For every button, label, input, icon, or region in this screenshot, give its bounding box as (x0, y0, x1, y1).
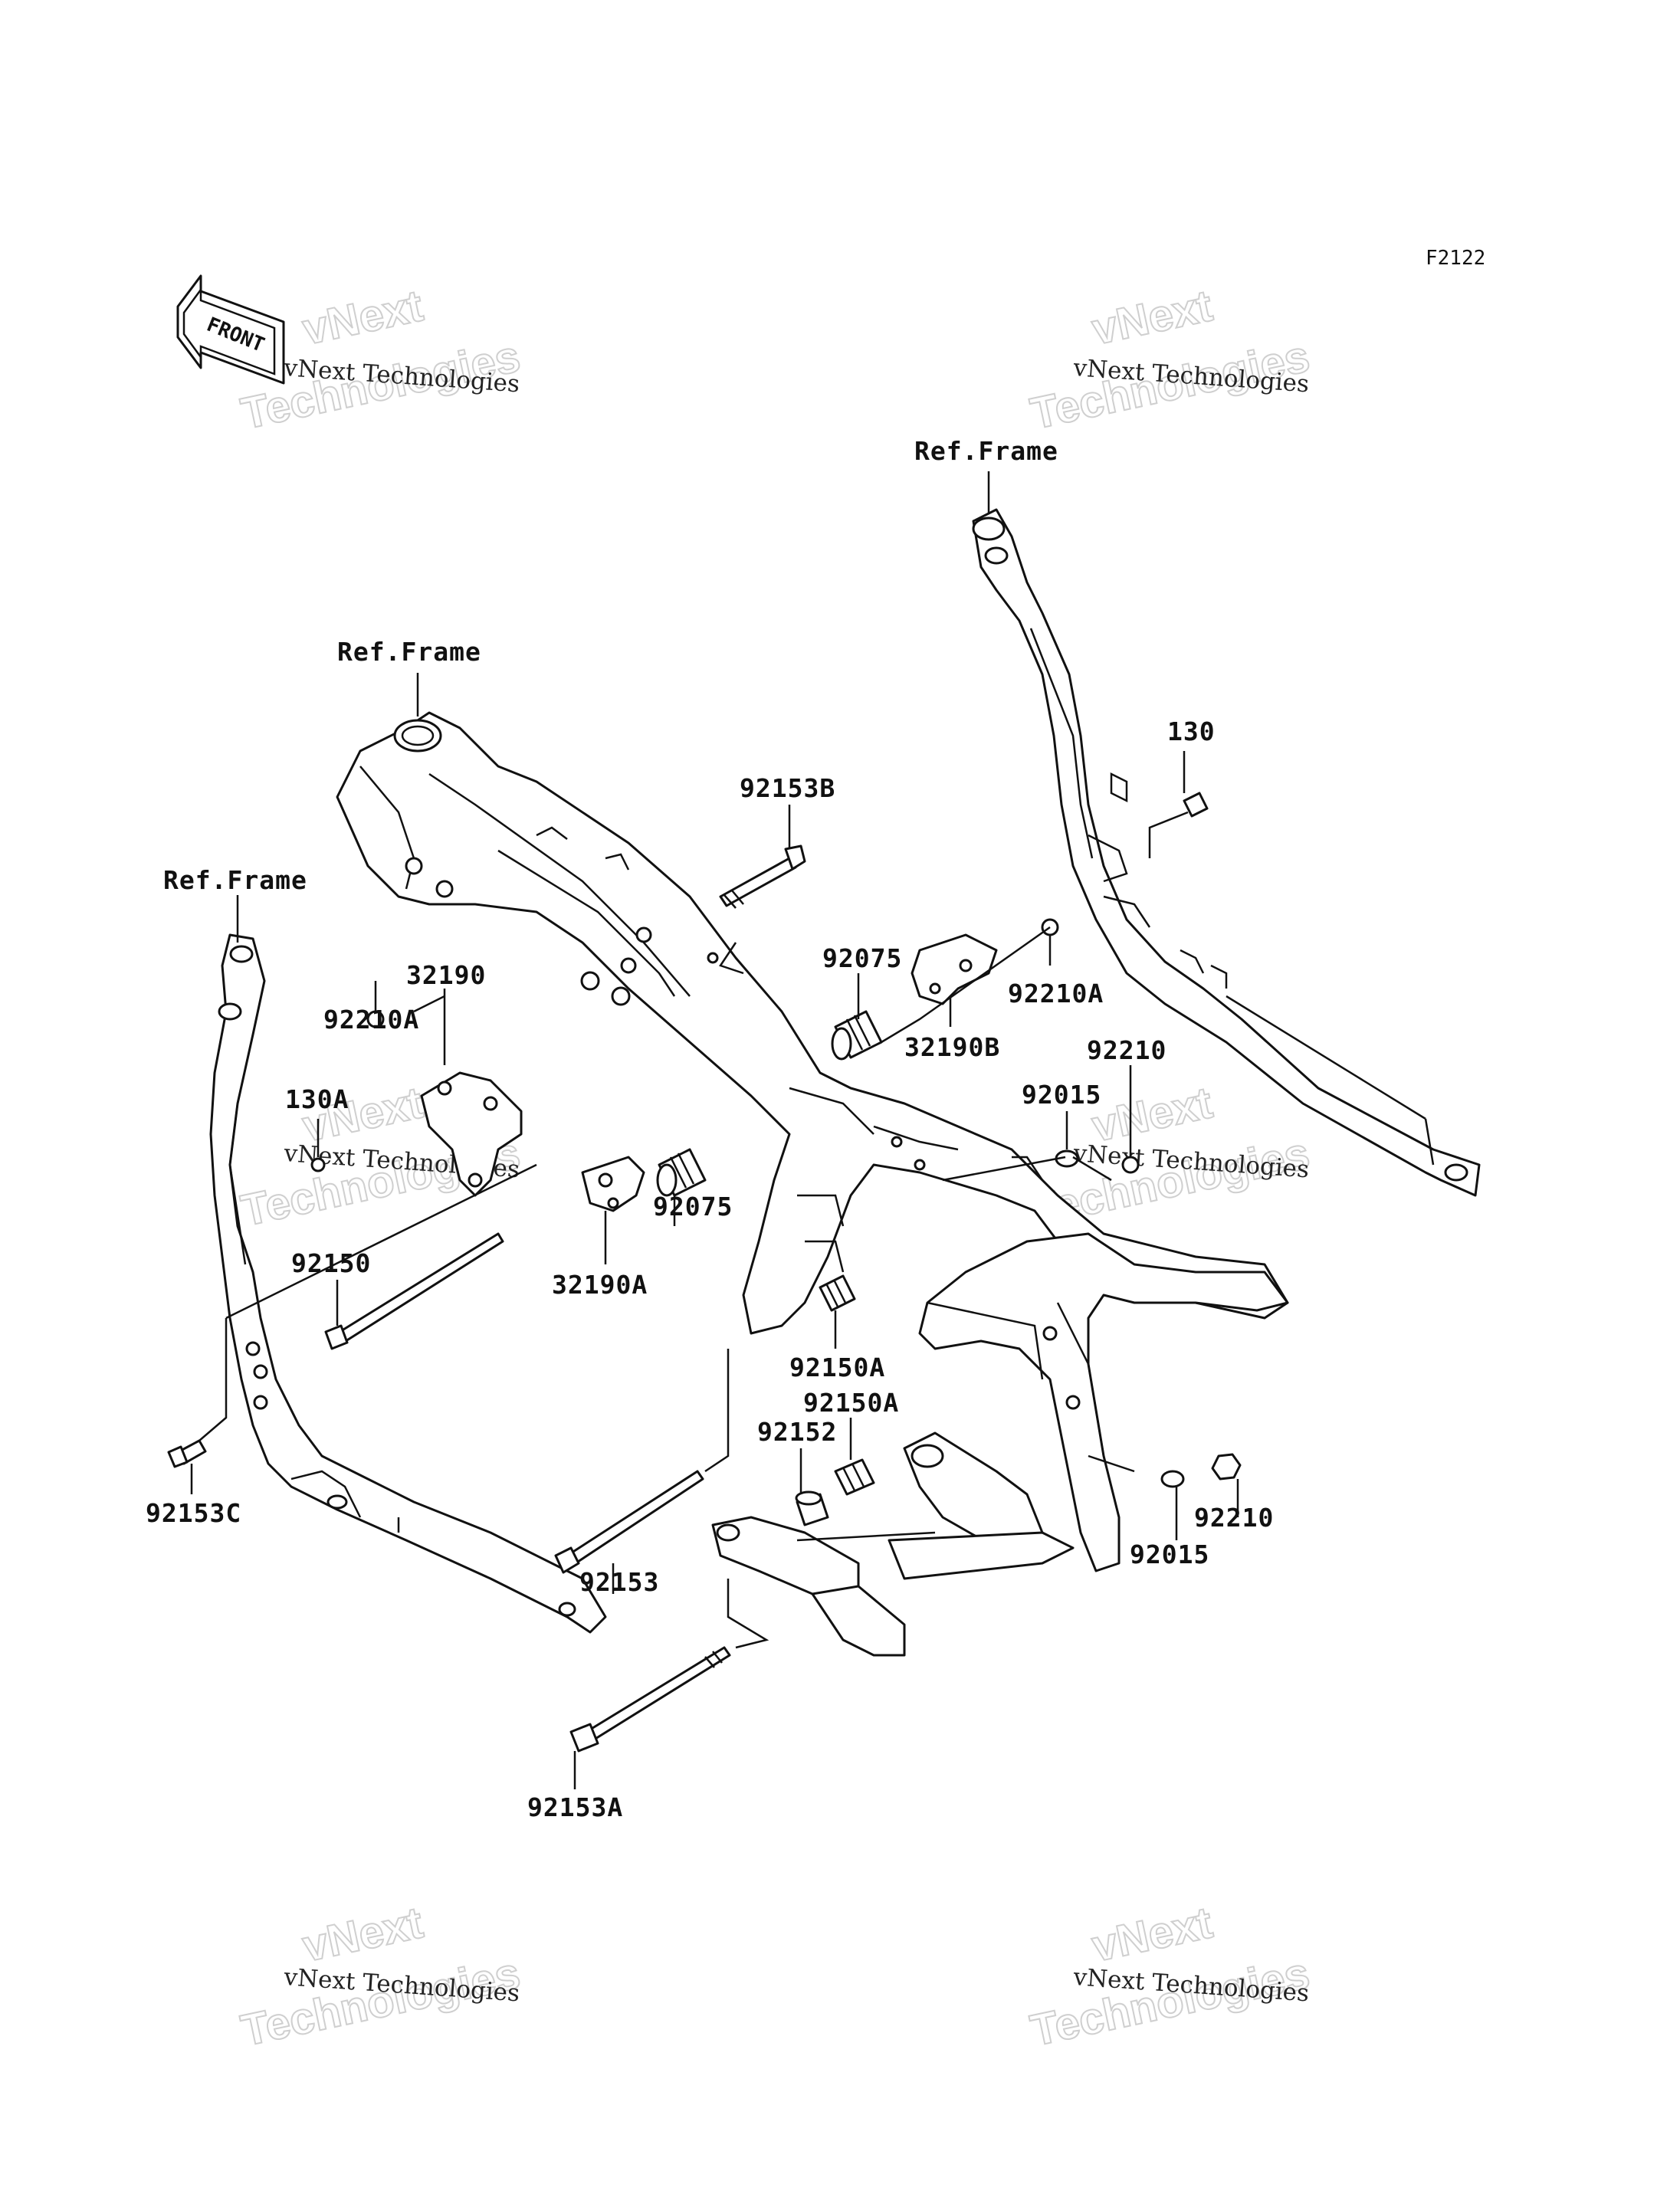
label-92150a-upper: 92150A (789, 1353, 885, 1382)
label-92153a: 92153A (527, 1792, 623, 1822)
label-32190a: 32190A (552, 1270, 648, 1300)
left-frame-section (209, 933, 607, 1634)
label-92153c: 92153C (146, 1498, 241, 1528)
watermark-logo: vNext (1088, 1897, 1216, 1971)
rubber-mount-92075-upper (831, 1010, 883, 1061)
label-92015-upper: 92015 (1022, 1080, 1101, 1110)
bracket-32190a (581, 1156, 645, 1212)
washer-92015-lower (1160, 1470, 1185, 1488)
label-92210a-right: 92210A (1008, 979, 1104, 1008)
spacer-92150a-upper (819, 1274, 856, 1312)
label-ref-frame-center: Ref.Frame (337, 637, 481, 667)
label-92210-upper: 92210 (1087, 1035, 1166, 1065)
watermark-logo: vNext (1088, 280, 1216, 354)
label-92150a-lower: 92150A (803, 1388, 899, 1418)
watermark-bottom-right: vNext Technologies vNext Technologies (1025, 1897, 1314, 2056)
label-ref-frame-top: Ref.Frame (914, 436, 1058, 466)
alignment-lines (199, 811, 1189, 1649)
label-130: 130 (1167, 716, 1216, 746)
collar-92152 (795, 1490, 829, 1526)
watermark-top-right: vNext Technologies vNext Technologies (1025, 280, 1314, 439)
lower-crossmember (711, 1232, 1289, 1657)
bolt-92153b (719, 844, 806, 909)
bolt-130a (310, 1157, 326, 1172)
nut-92210-upper (1121, 1156, 1140, 1174)
right-frame-section (972, 508, 1481, 1197)
part-labels: Ref.Frame Ref.Frame Ref.Frame 130 92153B… (146, 436, 1274, 1822)
label-92210a-left: 92210A (323, 1005, 419, 1035)
leader-lines (190, 471, 1239, 1789)
bolt-130 (1183, 792, 1209, 818)
label-92075-upper: 92075 (822, 943, 902, 973)
watermark-logo: vNext (298, 280, 427, 354)
spacer-92150a-lower (834, 1458, 875, 1496)
label-92075-lower: 92075 (653, 1192, 733, 1221)
label-92150: 92150 (291, 1248, 371, 1278)
label-ref-frame-left: Ref.Frame (163, 865, 307, 895)
label-92015-lower: 92015 (1130, 1540, 1209, 1569)
label-92152: 92152 (757, 1417, 837, 1447)
center-frame-section (336, 711, 1289, 1335)
bolt-92150 (324, 1232, 504, 1350)
bolt-92153c (167, 1439, 207, 1468)
watermark-logo: vNext (1088, 1077, 1216, 1151)
bracket-32190 (420, 1071, 523, 1197)
watermark-bottom-left: vNext Technologies vNext Technologies (236, 1897, 525, 2056)
label-130a: 130A (285, 1084, 349, 1114)
label-32190b: 32190B (904, 1032, 1000, 1062)
bolt-92153a (569, 1646, 731, 1753)
bracket-32190b (911, 933, 998, 1005)
bolt-92153 (554, 1470, 704, 1574)
nut-92210-lower (1211, 1453, 1242, 1481)
label-32190: 32190 (406, 960, 486, 990)
rubber-mount-92075-lower (656, 1148, 707, 1197)
diagram-code: F2122 (1426, 247, 1485, 270)
label-92153b: 92153B (740, 773, 835, 803)
watermark-logo: vNext (298, 1897, 427, 1971)
label-92210-lower: 92210 (1194, 1503, 1274, 1533)
front-arrow-icon: FRONT (176, 274, 285, 385)
label-92153: 92153 (579, 1567, 659, 1597)
